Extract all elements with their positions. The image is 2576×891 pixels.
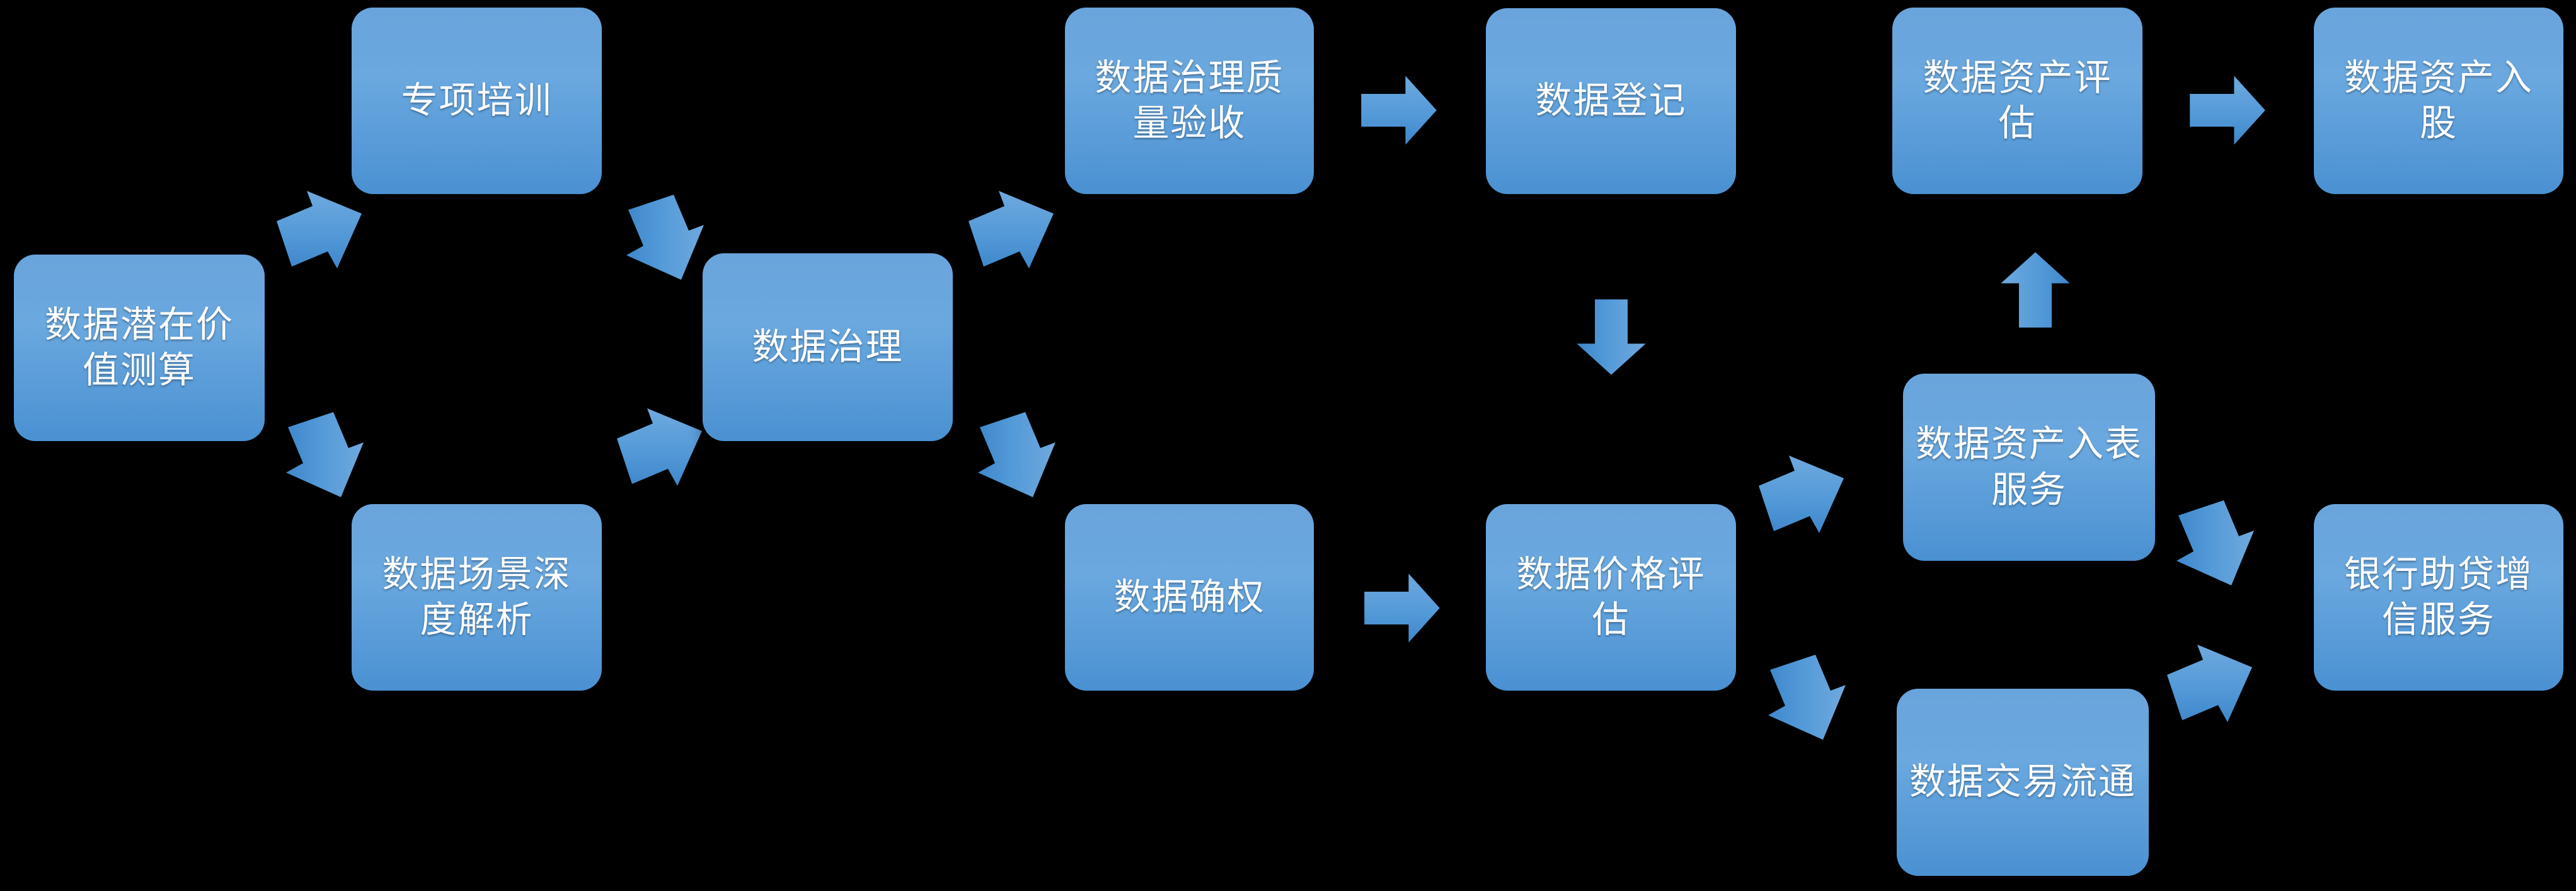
flow-node-n13[interactable]: 银行助贷增信服务 — [2314, 504, 2563, 691]
flow-node-label: 数据价格评估 — [1516, 553, 1706, 641]
flow-node-n8[interactable]: 数据资产入股 — [2314, 8, 2563, 194]
flow-node-label: 数据资产入表服务 — [1916, 423, 2143, 510]
flow-node-n11[interactable]: 数据资产入表服务 — [1903, 374, 2155, 561]
arrow-diagonal-down-right-icon — [611, 189, 706, 284]
arrow-diagonal-down-right-icon — [1753, 649, 1848, 744]
flow-node-label: 银行助贷增信服务 — [2343, 553, 2533, 641]
flow-node-label: 数据治理质量验收 — [1095, 57, 1284, 144]
flow-node-label: 数据资产评估 — [1923, 57, 2112, 144]
flow-node-n7[interactable]: 数据资产评估 — [1892, 8, 2142, 194]
flow-node-label: 专项培训 — [401, 79, 553, 121]
flow-node-n10[interactable]: 数据价格评估 — [1486, 504, 1736, 691]
arrow-diagonal-down-right-icon — [963, 406, 1057, 501]
flow-node-label: 数据登记 — [1535, 80, 1687, 122]
flow-node-n5[interactable]: 数据治理质量验收 — [1065, 8, 1314, 194]
flow-node-n3[interactable]: 数据场景深度解析 — [352, 504, 602, 691]
arrow-down-icon — [1570, 296, 1652, 378]
flow-node-n1[interactable]: 数据潜在价值测算 — [14, 255, 265, 441]
arrow-diagonal-up-right-icon — [2161, 643, 2256, 737]
arrow-up-icon — [1994, 249, 2076, 331]
arrow-diagonal-up-right-icon — [611, 406, 706, 501]
flow-node-label: 数据潜在价值测算 — [44, 304, 234, 391]
flow-node-n12[interactable]: 数据交易流通 — [1897, 689, 2149, 876]
arrow-right-icon — [1361, 567, 1443, 649]
flow-node-label: 数据场景深度解析 — [382, 553, 572, 641]
flow-node-n6[interactable]: 数据登记 — [1486, 8, 1736, 194]
flow-node-n9[interactable]: 数据确权 — [1065, 504, 1314, 691]
arrow-diagonal-up-right-icon — [1753, 454, 1848, 548]
arrow-diagonal-up-right-icon — [963, 189, 1057, 284]
arrow-diagonal-up-right-icon — [271, 189, 365, 284]
flow-node-n4[interactable]: 数据治理 — [703, 253, 953, 441]
flow-node-n2[interactable]: 专项培训 — [352, 8, 602, 194]
flow-node-label: 数据确权 — [1113, 576, 1265, 618]
flow-node-label: 数据交易流通 — [1909, 761, 2137, 803]
arrow-right-icon — [2187, 69, 2268, 151]
arrow-right-icon — [1358, 69, 1440, 151]
arrow-diagonal-down-right-icon — [2161, 495, 2256, 589]
flow-node-label: 数据资产入股 — [2343, 57, 2533, 144]
flow-node-label: 数据治理 — [752, 326, 904, 367]
arrow-diagonal-down-right-icon — [271, 406, 365, 501]
